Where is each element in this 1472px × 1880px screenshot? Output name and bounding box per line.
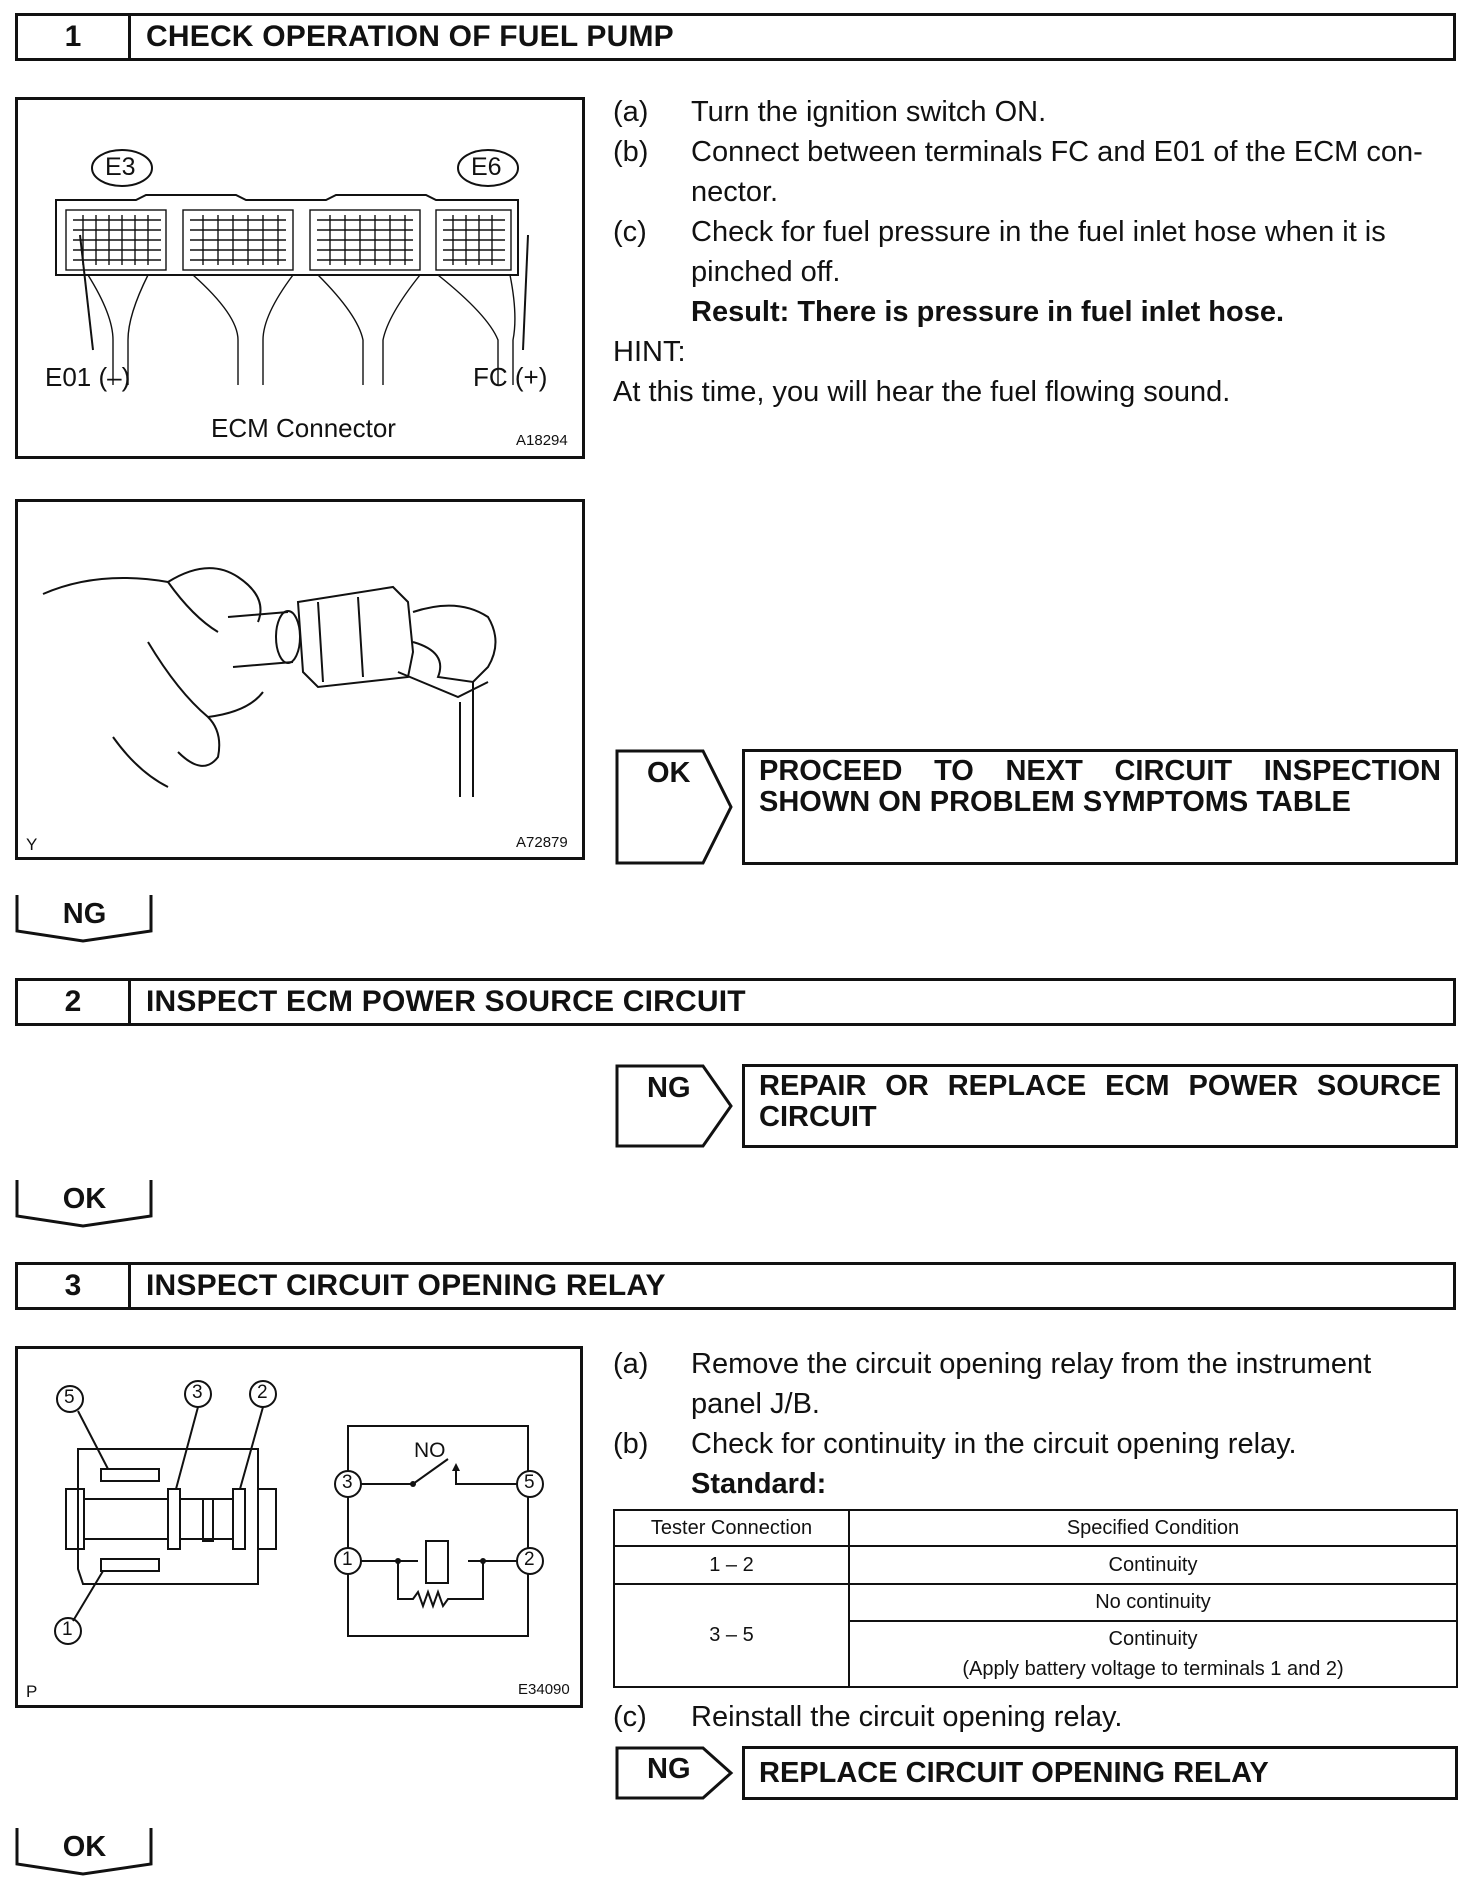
step-number: 1 [18,16,131,58]
hint-label: HINT: [613,336,686,368]
ecm-connector-figure: E3 E6 E01 (–) FC (+) ECM Connector A1829… [15,97,585,459]
instruction-c: (c) Check for fuel pressure in the fuel … [613,212,1463,292]
ok-result-line-1: PROCEED TO NEXT CIRCUIT INSPECTION [759,755,1441,787]
schematic-pin-label: 1 [342,1549,353,1570]
ng-label: NG [647,1072,691,1104]
ng-result-line-2: CIRCUIT [759,1101,877,1133]
schematic-pin-label: 2 [524,1549,535,1570]
table-header: Tester Connection [613,1509,850,1547]
step-title: INSPECT CIRCUIT OPENING RELAY [146,1269,666,1302]
relay-pin-label: 3 [192,1382,203,1403]
result-text: Result: There is pressure in fuel inlet … [691,296,1285,328]
figure-code: E34090 [518,1681,570,1698]
normally-open-label: NO [414,1439,446,1462]
flow-tag-shape [15,1828,153,1876]
ng-label: NG [647,1753,691,1785]
table-cell-condition: Continuity [848,1545,1458,1585]
ng-arrow-shape [615,1064,733,1148]
figure-corner-letter: P [26,1682,38,1701]
condition-note: (Apply battery voltage to terminals 1 an… [962,1658,1344,1680]
table-cell-condition: No continuity [848,1583,1458,1622]
schematic-pin-label: 5 [524,1472,535,1493]
connector-e3-label: E3 [105,153,136,181]
schematic-pin-label: 3 [342,1472,353,1493]
step-title: INSPECT ECM POWER SOURCE CIRCUIT [146,985,746,1018]
relay-drawing [54,1380,544,1645]
instruction-label: (b) [613,1428,649,1460]
instruction-text: Check for fuel pressure in the fuel inle… [691,216,1386,248]
figure-code: A72879 [516,834,568,851]
instruction-a: (a) Remove the circuit opening relay fro… [613,1344,1463,1424]
figure-code: A18294 [516,432,568,449]
ok-label: OK [647,757,691,789]
instruction-label: (b) [613,136,649,168]
fuel-hose-drawing [42,567,497,797]
relay-pin-label: 1 [62,1619,73,1640]
instruction-text: Reinstall the circuit opening relay. [691,1701,1123,1733]
ng-result-line-1: REPAIR OR REPLACE ECM POWER SOURCE [759,1070,1441,1102]
instruction-a: (a) Turn the ignition switch ON. [613,92,1463,132]
terminal-e01-label: E01 (–) [45,362,131,392]
fuel-hose-figure: Y A72879 [15,499,585,860]
instruction-b: (b) Connect between terminals FC and E01… [613,132,1463,212]
table-cell-connection: 3 – 5 [613,1583,850,1688]
figure-caption: ECM Connector [211,413,396,443]
relay-figure: 5 3 2 1 3 5 1 2 NO P E34090 [15,1346,583,1708]
instruction-text: Turn the ignition switch ON. [691,96,1047,128]
instruction-text: Connect between terminals FC and E01 of … [691,136,1423,168]
ok-tag-label: OK [62,1183,107,1215]
ok-tag-label: OK [62,1831,107,1863]
terminal-fc-label: FC (+) [473,362,548,392]
instruction-label: (a) [613,96,649,128]
relay-pin-label: 5 [64,1387,75,1408]
step-number: 2 [18,981,131,1023]
connector-e6-label: E6 [471,153,502,181]
ok-flow-tag: OK [15,1826,154,1876]
ng-tag-label: NG [62,898,107,930]
relay-pin-label: 2 [257,1382,268,1403]
continuity-spec-table: Tester Connection Specified Condition 1 … [613,1509,1458,1688]
ok-flow-tag: OK [15,1178,154,1228]
instruction-b: (b) Check for continuity in the circuit … [613,1424,1463,1464]
instruction-text-continued: panel J/B. [691,1388,820,1420]
ok-result-line-2: SHOWN ON PROBLEM SYMPTOMS TABLE [759,786,1351,818]
table-cell-condition: Continuity (Apply battery voltage to ter… [848,1620,1458,1688]
step-3-header: 3 INSPECT CIRCUIT OPENING RELAY [15,1262,1456,1310]
ok-result-box: PROCEED TO NEXT CIRCUIT INSPECTION SHOWN… [742,749,1458,865]
condition-text: Continuity [1108,1628,1198,1650]
instruction-label: (c) [613,1701,647,1733]
instruction-label: (c) [613,216,647,248]
ecm-connector-drawing [55,149,529,385]
ng-result-box: REPLACE CIRCUIT OPENING RELAY [742,1746,1458,1800]
step-2-header: 2 INSPECT ECM POWER SOURCE CIRCUIT [15,978,1456,1026]
table-header: Specified Condition [848,1509,1458,1547]
flow-tag-shape [15,1180,153,1228]
standard-label: Standard: [691,1468,827,1500]
ok-arrow-shape [615,749,733,865]
flow-tag-shape [15,895,153,943]
instruction-text: Check for continuity in the circuit open… [691,1428,1297,1460]
ng-result-text: REPLACE CIRCUIT OPENING RELAY [759,1757,1269,1789]
hint-text: At this time, you will hear the fuel flo… [613,376,1231,408]
table-cell-connection: 1 – 2 [613,1545,850,1585]
ng-flow-tag: NG [15,893,154,943]
ng-result-box: REPAIR OR REPLACE ECM POWER SOURCE CIRCU… [742,1064,1458,1148]
instruction-text: Remove the circuit opening relay from th… [691,1348,1372,1380]
step-title: CHECK OPERATION OF FUEL PUMP [146,20,674,53]
instruction-text-continued: nector. [691,176,779,208]
ng-arrow-shape [615,1746,734,1800]
step-1-header: 1 CHECK OPERATION OF FUEL PUMP [15,13,1456,61]
instruction-c: (c) Reinstall the circuit opening relay. [613,1697,1463,1737]
instruction-label: (a) [613,1348,649,1380]
instruction-text-continued: pinched off. [691,256,841,288]
step-number: 3 [18,1265,131,1307]
figure-corner-letter: Y [26,835,38,854]
